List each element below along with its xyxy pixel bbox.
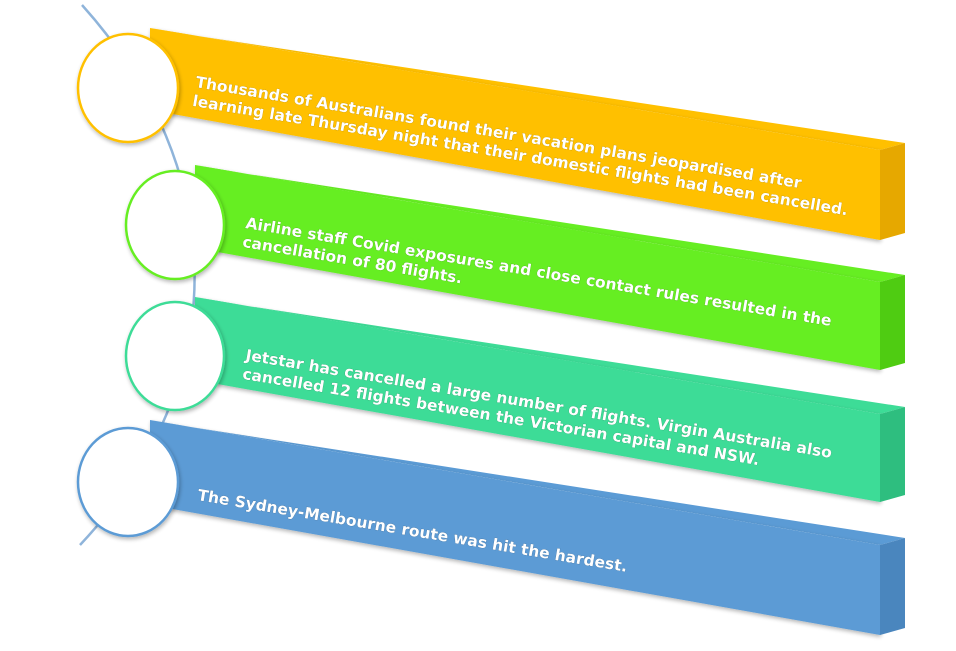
band-front-1 — [150, 28, 880, 240]
node-circle-1 — [76, 32, 180, 144]
band-top-2 — [195, 165, 905, 282]
band-front-3 — [195, 297, 880, 502]
band-top-4 — [150, 420, 905, 545]
band-top-3 — [195, 297, 905, 414]
band-side-3 — [880, 407, 905, 502]
node-circle-3 — [124, 300, 226, 412]
band-top-1 — [150, 28, 905, 150]
band-front-2 — [195, 165, 880, 370]
band-side-4 — [880, 538, 905, 635]
band-side-1 — [880, 143, 905, 240]
node-circle-4 — [76, 426, 180, 538]
node-circle-2 — [124, 169, 226, 281]
band-side-2 — [880, 275, 905, 370]
band-front-4 — [150, 420, 880, 635]
